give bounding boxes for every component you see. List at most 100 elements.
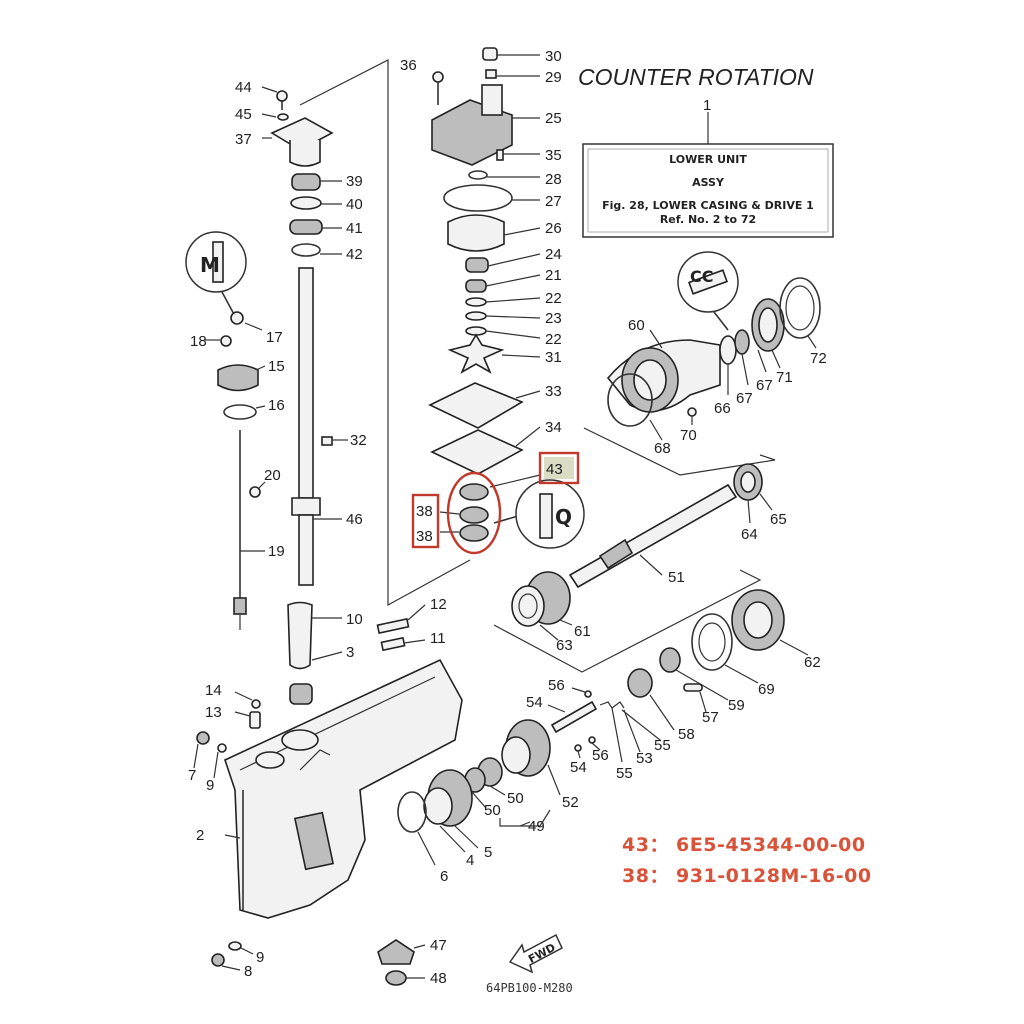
label-56a: 56 [548,677,565,694]
label-55a: 55 [654,737,671,754]
label-17: 17 [266,329,283,346]
bearing-housing-group: CC [583,251,821,476]
label-58: 58 [678,726,695,743]
label-11: 11 [430,630,446,647]
fwd-arrow: FWD [508,933,563,974]
label-62: 62 [804,654,821,671]
label-61: 61 [574,623,591,640]
label-16: 16 [268,397,285,414]
label-25: 25 [545,110,562,127]
label-69: 69 [758,681,775,698]
label-56b: 56 [592,747,609,764]
label-31: 31 [545,349,562,366]
label-22a: 22 [545,290,562,307]
label-47: 47 [430,937,447,954]
label-8: 8 [244,963,252,980]
label-22b: 22 [545,331,562,348]
water-pump-group: Q [428,47,585,549]
label-40: 40 [346,196,363,213]
label-67b: 67 [736,390,753,407]
label-51: 51 [668,569,685,586]
label-72: 72 [810,350,827,367]
callout-line-4: Ref. No. 2 to 72 [660,213,756,226]
assy-callout: 1 LOWER UNIT ASSY Fig. 28, LOWER CASING … [582,97,834,238]
label-28: 28 [545,171,562,188]
label-20: 20 [264,467,281,484]
svg-text:CC: CC [690,267,713,286]
label-30: 30 [545,48,562,65]
label-39: 39 [346,173,363,190]
label-59: 59 [728,697,745,714]
label-42: 42 [346,246,363,263]
label-1: 1 [703,97,711,114]
part-number-43: 43： 6E5-45344-00-00 [622,834,866,856]
label-60: 60 [628,317,645,334]
drawing-code: 64PB100-M280 [486,981,573,995]
reference-labels: 44 45 37 39 40 41 42 17 18 15 16 32 20 4… [188,48,827,987]
label-38a: 38 [416,503,433,520]
label-50b: 50 [484,802,501,819]
label-9b: 9 [256,949,264,966]
label-64: 64 [741,526,758,543]
diagram-title: COUNTER ROTATION [578,64,814,90]
label-33: 33 [545,383,562,400]
label-14: 14 [205,682,222,699]
lower-casing [193,601,463,971]
label-54a: 54 [526,694,543,711]
label-24: 24 [545,246,562,263]
clutch-group [547,647,729,763]
label-43: 43 [546,461,563,478]
label-67a: 67 [756,377,773,394]
callout-line-2: ASSY [692,176,725,189]
label-38b: 38 [416,528,433,545]
label-2: 2 [196,827,204,844]
label-15: 15 [268,358,285,375]
label-66: 66 [714,400,731,417]
label-21: 21 [545,267,562,284]
label-19: 19 [268,543,285,560]
label-3: 3 [346,644,354,661]
label-9a: 9 [206,777,214,794]
label-37: 37 [235,131,252,148]
label-53: 53 [636,750,653,767]
label-7: 7 [188,767,196,784]
label-26: 26 [545,220,562,237]
label-18: 18 [190,333,207,350]
pump-frame [299,59,471,607]
label-48: 48 [430,970,447,987]
label-45: 45 [235,106,252,123]
label-49: 49 [528,818,545,835]
label-12: 12 [430,596,447,613]
forward-gear-group [377,719,561,986]
label-68: 68 [654,440,671,457]
svg-text:Q: Q [555,505,572,529]
label-63: 63 [556,637,573,654]
label-44: 44 [235,79,252,96]
label-35: 35 [545,147,562,164]
label-52: 52 [562,794,579,811]
label-41: 41 [346,220,363,237]
part-number-38: 38： 931-0128M-16-00 [622,865,872,887]
label-65: 65 [770,511,787,528]
label-6: 6 [440,868,448,885]
label-34: 34 [545,419,562,436]
label-10: 10 [346,611,363,628]
shift-rod-group: M [185,231,266,630]
svg-text:M: M [200,253,220,277]
label-46: 46 [346,511,363,528]
callout-line-1: LOWER UNIT [669,153,747,166]
highlight-seals [446,471,502,555]
highlight-38 [411,493,440,549]
label-32: 32 [350,432,367,449]
propeller-shaft-group [493,463,809,684]
label-70: 70 [680,427,697,444]
label-55b: 55 [616,765,633,782]
label-50a: 50 [507,790,524,807]
label-27: 27 [545,193,562,210]
label-54b: 54 [570,759,587,776]
label-13: 13 [205,704,222,721]
callout-line-3: Fig. 28, LOWER CASING & DRIVE 1 [602,199,814,212]
label-29: 29 [545,69,562,86]
